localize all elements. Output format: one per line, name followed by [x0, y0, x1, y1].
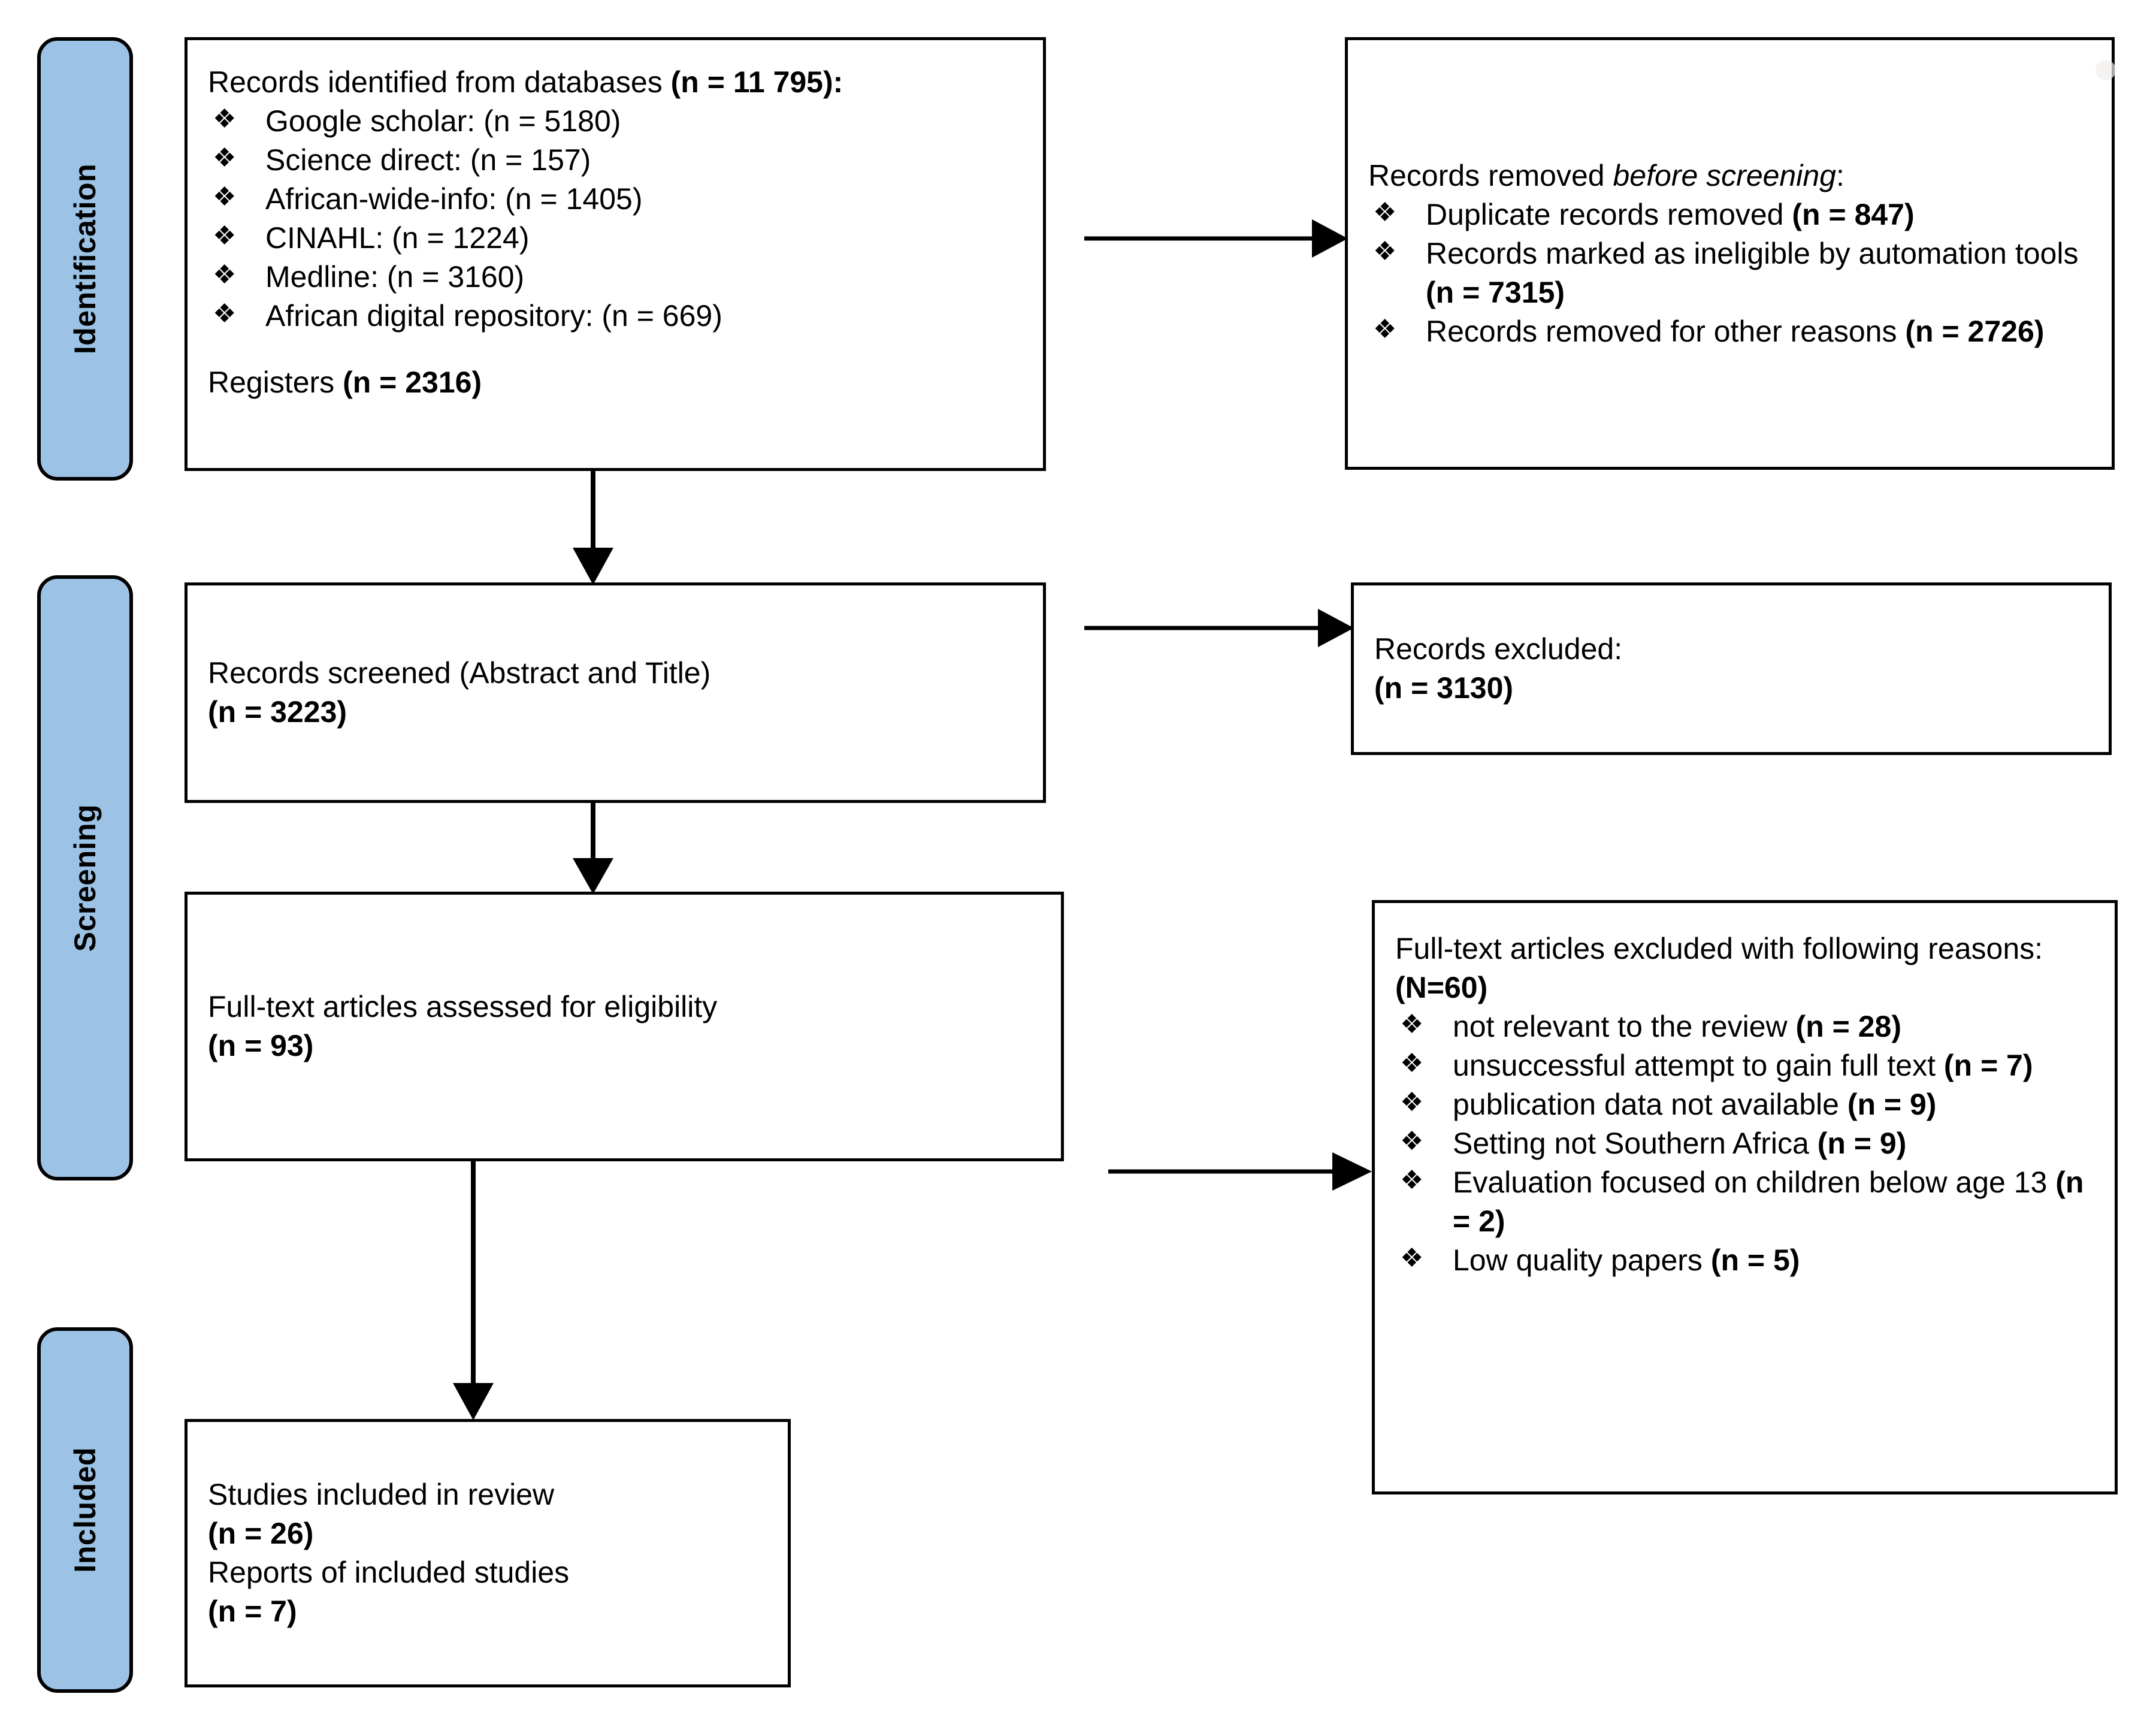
list-item: ❖ CINAHL: (n = 1224) — [208, 219, 1023, 258]
studies-included-line1: Studies included in review — [208, 1478, 555, 1511]
records-removed-reason-list: ❖ Duplicate records removed (n = 847) ❖ … — [1368, 195, 2091, 351]
stage-tab-identification-label: Identification — [68, 163, 102, 355]
box-records-excluded: Records excluded: (n = 3130) — [1351, 582, 2112, 755]
studies-included-count: (n = 26) — [208, 1517, 314, 1550]
diamond-bullet-icon: ❖ — [1373, 197, 1397, 227]
diamond-bullet-icon: ❖ — [213, 260, 237, 289]
list-item: ❖ Setting not Southern Africa (n = 9) — [1395, 1124, 2094, 1163]
records-screened-count: (n = 3223) — [208, 695, 347, 729]
records-excluded-count: (n = 3130) — [1374, 671, 1514, 705]
diamond-bullet-icon: ❖ — [1373, 236, 1397, 266]
records-identified-heading: Records identified from databases (n = 1… — [208, 65, 843, 99]
diamond-bullet-icon: ❖ — [213, 221, 237, 250]
list-item: ❖ not relevant to the review (n = 28) — [1395, 1007, 2094, 1046]
diamond-bullet-icon: ❖ — [1400, 1088, 1424, 1117]
fulltext-excluded-reason-list: ❖ not relevant to the review (n = 28) ❖ … — [1395, 1007, 2094, 1280]
list-item: ❖ African digital repository: (n = 669) — [208, 297, 1023, 336]
records-excluded-line1: Records excluded: — [1374, 632, 1623, 666]
list-item: ❖ Records removed for other reasons (n =… — [1368, 312, 2091, 351]
box-studies-included: Studies included in review (n = 26) Repo… — [185, 1419, 791, 1687]
diamond-bullet-icon: ❖ — [213, 299, 237, 328]
box-records-removed-before-screening: Records removed before screening: ❖ Dupl… — [1345, 37, 2115, 470]
diamond-bullet-icon: ❖ — [1400, 1010, 1424, 1039]
stage-tab-screening: Screening — [37, 575, 133, 1180]
list-item: ❖ unsuccessful attempt to gain full text… — [1395, 1046, 2094, 1085]
stage-tab-screening-label: Screening — [68, 804, 102, 952]
records-screened-line1: Records screened (Abstract and Title) — [208, 656, 711, 690]
list-item: ❖ Evaluation focused on children below a… — [1395, 1163, 2094, 1241]
box-fulltext-assessed: Full-text articles assessed for eligibil… — [185, 892, 1064, 1161]
diamond-bullet-icon: ❖ — [213, 143, 237, 173]
stage-tab-included: Included — [37, 1327, 133, 1693]
arrow-identified-to-screened — [563, 471, 623, 585]
stage-tab-identification: Identification — [37, 37, 133, 481]
list-item: ❖ publication data not available (n = 9) — [1395, 1085, 2094, 1124]
diamond-bullet-icon: ❖ — [1400, 1127, 1424, 1156]
fulltext-assessed-line1: Full-text articles assessed for eligibil… — [208, 990, 718, 1023]
records-identified-registers: Registers (n = 2316) — [208, 366, 482, 399]
records-removed-heading: Records removed before screening: — [1368, 158, 1844, 192]
reports-included-line: Reports of included studies — [208, 1556, 570, 1589]
list-item: ❖ Science direct: (n = 157) — [208, 141, 1023, 180]
diamond-bullet-icon: ❖ — [1373, 314, 1397, 344]
fulltext-excluded-heading: Full-text articles excluded with followi… — [1395, 932, 2043, 1004]
box-records-identified: Records identified from databases (n = 1… — [185, 37, 1046, 471]
stage-tab-included-label: Included — [68, 1447, 102, 1573]
diamond-bullet-icon: ❖ — [1400, 1165, 1424, 1195]
fulltext-assessed-count: (n = 93) — [208, 1029, 314, 1062]
diamond-bullet-icon: ❖ — [213, 104, 237, 134]
arrow-fulltext-to-included — [446, 1161, 506, 1420]
arrow-screened-to-excluded — [1084, 604, 1354, 652]
box-records-screened: Records screened (Abstract and Title) (n… — [185, 582, 1046, 803]
records-identified-source-list: ❖ Google scholar: (n = 5180) ❖ Science d… — [208, 102, 1023, 336]
arrow-identified-to-removed — [1084, 215, 1348, 262]
box-fulltext-excluded: Full-text articles excluded with followi… — [1372, 900, 2118, 1494]
arrow-fulltext-to-excluded — [1108, 1148, 1372, 1195]
list-item: ❖ Low quality papers (n = 5) — [1395, 1241, 2094, 1280]
reports-included-count: (n = 7) — [208, 1595, 297, 1628]
list-item: ❖ Records marked as ineligible by automa… — [1368, 234, 2091, 312]
diamond-bullet-icon: ❖ — [1400, 1049, 1424, 1078]
list-item: ❖ Duplicate records removed (n = 847) — [1368, 195, 2091, 234]
diamond-bullet-icon: ❖ — [1400, 1243, 1424, 1273]
list-item: ❖ African-wide-info: (n = 1405) — [208, 180, 1023, 219]
list-item: ❖ Google scholar: (n = 5180) — [208, 102, 1023, 141]
arrow-screened-to-fulltext — [563, 803, 623, 894]
diamond-bullet-icon: ❖ — [213, 182, 237, 212]
spacer — [208, 336, 1023, 363]
list-item: ❖ Medline: (n = 3160) — [208, 258, 1023, 297]
